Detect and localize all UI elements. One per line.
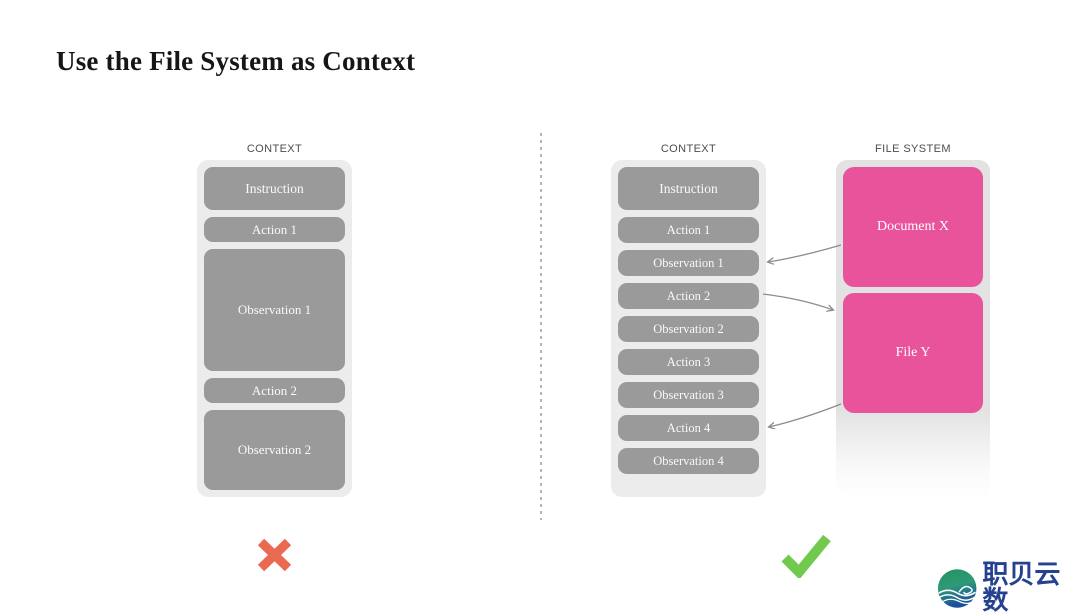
context-box-observation-1: Observation 1 bbox=[204, 249, 345, 371]
globe-wave-icon bbox=[937, 568, 977, 608]
logo-text: 职贝云数 bbox=[982, 560, 1061, 616]
logo: 职贝云数 bbox=[937, 562, 1080, 614]
cross-icon bbox=[257, 538, 292, 572]
context-box-action-2: Action 2 bbox=[618, 283, 759, 309]
arrow-action-2-to-file-y bbox=[762, 293, 833, 310]
context-box-action-2: Action 2 bbox=[204, 378, 345, 403]
context-box-observation-1: Observation 1 bbox=[618, 250, 759, 276]
arrow-document-x-to-observation-1 bbox=[768, 244, 842, 262]
vertical-dotted-divider bbox=[540, 133, 542, 520]
context-header-good: CONTEXT bbox=[660, 143, 717, 155]
file-box-file-y: File Y bbox=[843, 293, 983, 413]
context-stack-good: Instruction Action 1 Observation 1 Actio… bbox=[611, 160, 766, 497]
context-box-observation-2: Observation 2 bbox=[618, 316, 759, 342]
context-box-observation-3: Observation 3 bbox=[618, 382, 759, 408]
check-icon bbox=[781, 534, 831, 578]
file-system-header: FILE SYSTEM bbox=[875, 143, 951, 155]
context-box-action-1: Action 1 bbox=[618, 217, 759, 243]
context-box-action-3: Action 3 bbox=[618, 349, 759, 375]
context-box-instruction: Instruction bbox=[204, 167, 345, 210]
file-box-document-x: Document X bbox=[843, 167, 983, 287]
context-header-bad: CONTEXT bbox=[246, 143, 303, 155]
context-box-instruction: Instruction bbox=[618, 167, 759, 210]
page-title: Use the File System as Context bbox=[56, 46, 416, 76]
context-box-observation-4: Observation 4 bbox=[618, 448, 759, 474]
context-box-action-1: Action 1 bbox=[204, 217, 345, 242]
context-stack-bad: Instruction Action 1 Observation 1 Actio… bbox=[197, 160, 352, 497]
context-box-action-4: Action 4 bbox=[618, 415, 759, 441]
context-box-observation-2: Observation 2 bbox=[204, 410, 345, 490]
arrow-file-y-to-action-4 bbox=[769, 403, 842, 427]
file-system-stack: Document X File Y bbox=[836, 160, 990, 497]
